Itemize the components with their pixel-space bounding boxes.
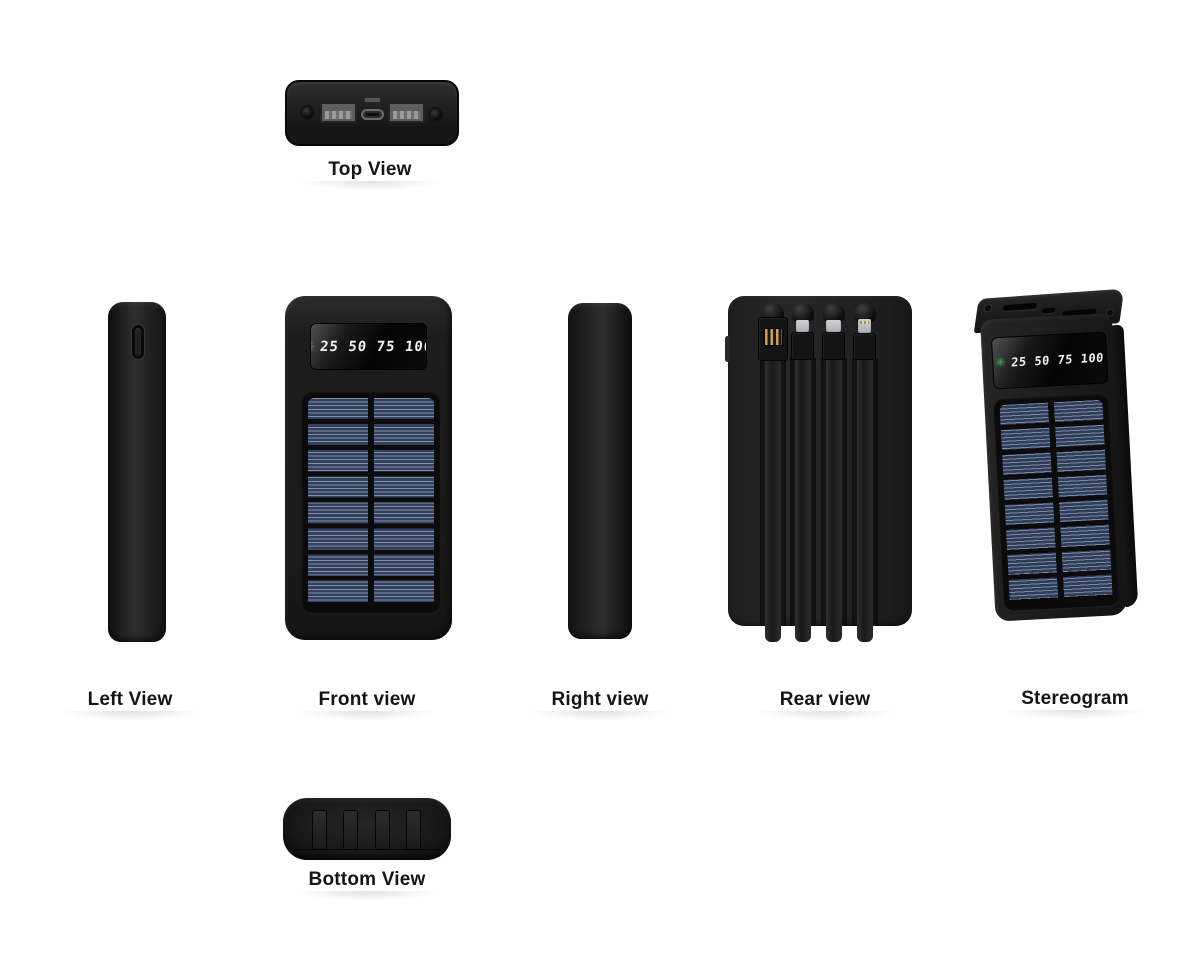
usb-a-port-icon (320, 102, 357, 123)
power-button (725, 336, 730, 362)
solar-panel (993, 393, 1120, 612)
usb-a-connector-icon (758, 317, 788, 361)
sun-icon: ✳ (311, 340, 314, 353)
lightning-connector-head (854, 303, 876, 322)
micro-usb-port-icon (364, 97, 381, 103)
micro-usb-connector-icon (791, 332, 814, 360)
flashlight-led-icon (430, 109, 441, 120)
lightning-cable (857, 356, 873, 642)
solar-panel (302, 392, 440, 613)
usb-a-gold-pins (764, 328, 783, 346)
type-c-cable (826, 356, 842, 642)
usb-a-cable (765, 356, 781, 642)
battery-percent-readout: 25 50 75 100 (1010, 350, 1104, 370)
bottom-view-device (283, 798, 451, 860)
type-c-connector-icon (822, 332, 845, 360)
cable-slot-icon (343, 810, 358, 850)
battery-display: ✳ 25 50 75 100 (310, 323, 427, 370)
right-view-label: Right view (510, 689, 690, 721)
front-view-device: ✳ 25 50 75 100 (285, 296, 452, 640)
stereogram-label: Stereogram (985, 688, 1165, 720)
type-c-port-icon (1041, 307, 1056, 314)
solar-cells-grid (308, 398, 434, 607)
screw-icon (984, 304, 992, 312)
micro-usb-connector-head (792, 303, 814, 322)
lightning-tip-icon (858, 319, 871, 334)
right-view-device (568, 303, 632, 639)
stereogram-device: ✳ 25 50 75 100 (968, 288, 1153, 650)
type-c-connector-head (823, 303, 845, 322)
lightning-connector-icon (853, 333, 876, 360)
micro-usb-tip-icon (796, 320, 809, 333)
usb-a-port-icon (388, 102, 425, 123)
front-view-label: Front view (277, 689, 457, 721)
solar-cells-grid (999, 399, 1113, 605)
flashlight-led-icon (302, 107, 313, 118)
rear-view-device (725, 296, 912, 642)
battery-percent-readout: 25 50 75 100 (319, 338, 427, 355)
rear-view-label: Rear view (735, 689, 915, 721)
left-view-label: Left View (40, 689, 220, 721)
left-view-device (108, 302, 166, 642)
usb-a-port-icon (1002, 302, 1038, 312)
stereogram-front-face: ✳ 25 50 75 100 (980, 313, 1139, 622)
top-view-device (285, 80, 459, 146)
type-c-tip-icon (826, 320, 841, 333)
cable-slot-icon (375, 810, 390, 850)
type-c-port-icon (361, 109, 384, 120)
power-button (132, 325, 144, 359)
cable-slot-icon (406, 810, 421, 850)
sun-icon: ✳ (995, 356, 1006, 369)
micro-usb-cable (795, 356, 811, 642)
bottom-view-label: Bottom View (277, 869, 457, 901)
top-view-label: Top View (280, 159, 460, 191)
cable-slot-icon (312, 810, 327, 850)
battery-display: ✳ 25 50 75 100 (990, 331, 1109, 390)
screw-icon (1106, 309, 1114, 316)
case-seam (293, 849, 441, 850)
